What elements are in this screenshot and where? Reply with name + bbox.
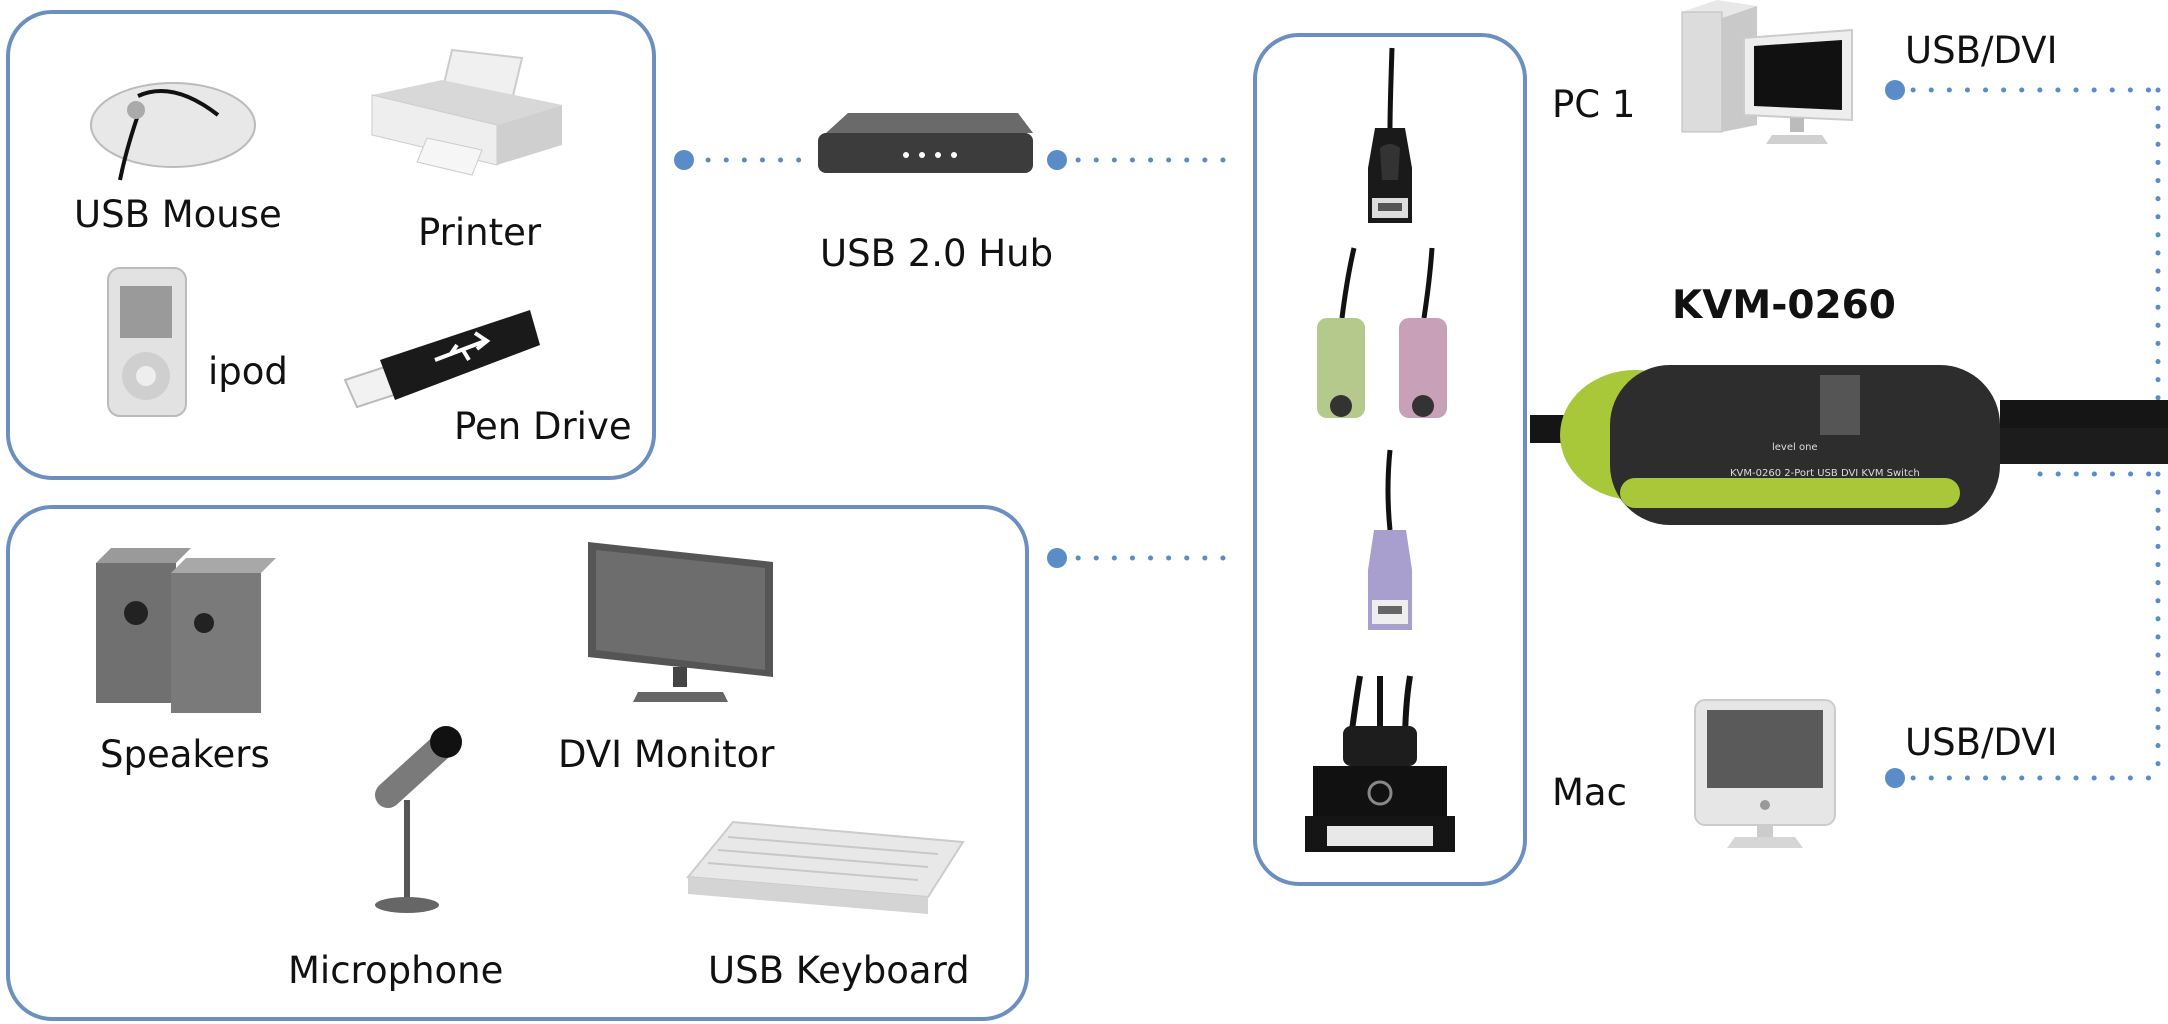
speakers-label: Speakers <box>100 733 270 776</box>
mac-icon <box>1694 699 1836 848</box>
ipod-label: ipod <box>208 350 288 393</box>
usb-keyboard-label: USB Keyboard <box>708 949 970 992</box>
pc1-label: PC 1 <box>1552 83 1636 126</box>
mac-link-label: USB/DVI <box>1905 721 2058 764</box>
usb-keyboard-connector-icon <box>1368 449 1412 630</box>
speakers-icon <box>96 548 276 713</box>
usb-peripherals-panel <box>6 10 656 480</box>
microphone-label: Microphone <box>288 949 504 992</box>
kvm-model-title: KVM-0260 <box>1672 283 1896 328</box>
audio-jacks-icon <box>1317 247 1447 418</box>
kvm-switch-icon <box>1530 365 2168 525</box>
kvm-body-text: KVM-0260 2-Port USB DVI KVM Switch <box>1730 468 1920 479</box>
pc-icon <box>1681 0 1853 144</box>
pen-drive-label: Pen Drive <box>454 405 632 448</box>
kvm-logo-text: level one <box>1772 442 1818 453</box>
dvi-connector-icon <box>1305 675 1455 852</box>
usb-hub-label: USB 2.0 Hub <box>820 232 1054 275</box>
dvi-monitor-label: DVI Monitor <box>558 733 775 776</box>
ipod-icon <box>107 267 187 417</box>
av-peripherals-panel <box>6 505 1029 1021</box>
dvi-monitor-icon <box>588 542 773 702</box>
mac-label: Mac <box>1552 771 1627 814</box>
printer-label: Printer <box>418 211 542 254</box>
usb-hub-icon <box>818 113 1033 173</box>
usb-connector-icon <box>1368 47 1412 223</box>
usb-mouse-icon <box>90 82 256 181</box>
cable-connectors-panel <box>1253 33 1527 886</box>
microphone-icon <box>375 726 462 913</box>
usb-mouse-label: USB Mouse <box>74 193 282 236</box>
usb-keyboard-icon <box>686 820 965 914</box>
printer-icon <box>371 48 562 176</box>
pc1-link-label: USB/DVI <box>1905 29 2058 72</box>
pen-drive-icon <box>343 310 540 409</box>
